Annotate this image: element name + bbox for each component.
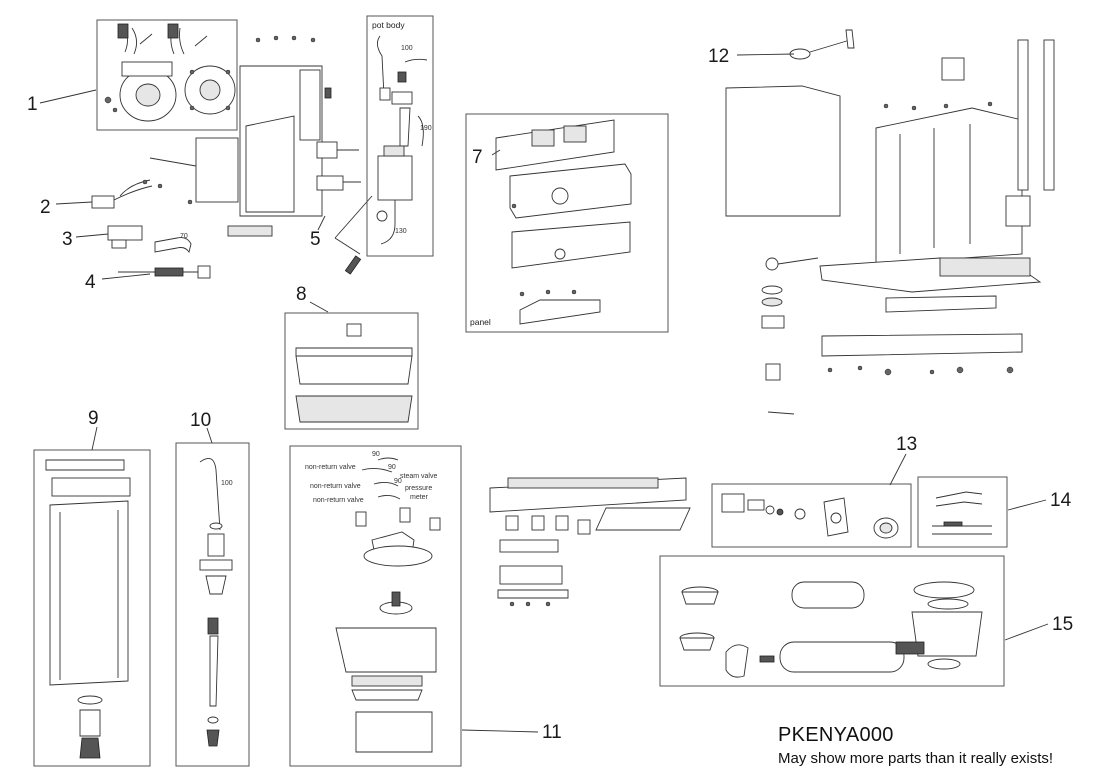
group-8-drip-tray	[284, 312, 419, 430]
pipe-length-130: 130	[395, 228, 407, 235]
callout-12: 12	[708, 46, 729, 67]
group-9-water-tank	[33, 449, 151, 767]
group-11-valves	[289, 445, 462, 767]
pipe-length-100: 100	[401, 45, 413, 52]
leader-12	[736, 53, 795, 56]
hose-length-70: 70	[180, 233, 188, 240]
group-5-leaders	[317, 195, 373, 275]
leader-7	[491, 149, 501, 156]
group-10-steam-pipe	[175, 442, 250, 767]
group-7-panel	[465, 113, 669, 333]
leader-3	[75, 233, 109, 238]
group-13-box	[711, 483, 912, 548]
callout-15: 15	[1052, 614, 1073, 635]
leader-15	[1004, 623, 1049, 641]
leader-1	[39, 89, 97, 104]
group-15-box	[659, 555, 1005, 687]
label-steam-valve: steam valve	[400, 473, 437, 480]
leader-2	[55, 201, 93, 205]
group-14-box	[917, 476, 1008, 548]
label-panel: panel	[470, 317, 491, 327]
callout-1: 1	[27, 94, 38, 115]
callout-14: 14	[1050, 490, 1072, 511]
callout-9: 9	[88, 408, 99, 429]
pipe-length-90a: 90	[372, 451, 380, 458]
callout-13: 13	[896, 434, 917, 455]
label-non-return-valve-1: non-return valve	[305, 464, 356, 471]
leader-4	[101, 273, 151, 280]
label-meter: meter	[410, 494, 429, 501]
label-non-return-valve-3: non-return valve	[313, 497, 364, 504]
leader-10	[206, 427, 213, 444]
leader-13	[889, 453, 907, 486]
label-non-return-valve-2: non-return valve	[310, 483, 361, 490]
pipe-length-190: 190	[420, 125, 432, 132]
pot-body-box	[366, 15, 434, 257]
pipe-length-90c: 90	[394, 478, 402, 485]
label-pressure: pressure	[405, 485, 432, 492]
callout-7: 7	[472, 147, 483, 168]
disclaimer-note: May show more parts than it really exist…	[778, 750, 1054, 767]
model-code: PKENYA000	[778, 724, 894, 746]
leader-9	[91, 426, 98, 451]
callout-8: 8	[296, 284, 307, 305]
group-1-boiler	[96, 19, 238, 131]
callout-10: 10	[190, 410, 211, 431]
callout-2: 2	[40, 197, 51, 218]
group-2-4-parts	[91, 179, 211, 279]
callout-4: 4	[85, 272, 96, 293]
callout-5: 5	[310, 229, 321, 250]
callout-3: 3	[62, 229, 73, 250]
leader-11	[461, 729, 539, 733]
callout-11: 11	[542, 722, 562, 743]
label-pot-body: pot body	[372, 20, 405, 30]
group-12-main-body	[725, 29, 1055, 415]
pipe-length-90b: 90	[388, 464, 396, 471]
leader-8	[309, 301, 329, 313]
pipe-length-100b: 100	[221, 480, 233, 487]
frame-housing	[149, 35, 361, 237]
control-panel-parts	[489, 477, 691, 607]
leader-14	[1007, 499, 1047, 511]
